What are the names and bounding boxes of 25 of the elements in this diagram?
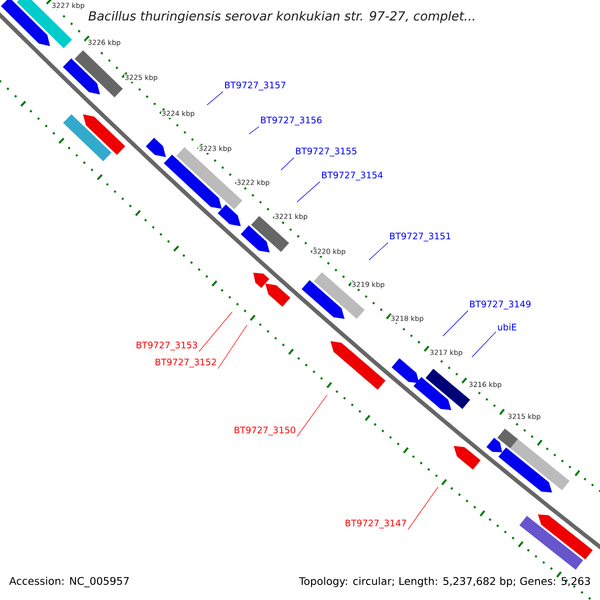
leader-line xyxy=(442,310,468,336)
leader-line xyxy=(248,126,260,134)
footer-text: Accession: NC_005957 xyxy=(9,576,129,588)
leader-line xyxy=(296,394,328,437)
gene-label: BT9727_3156 xyxy=(261,116,322,126)
title: Bacillus thuringiensis serovar konkukian str. 97-27, complet... xyxy=(88,10,474,24)
gene-label: BT9727_3147 xyxy=(346,520,406,528)
gene-label: BT9727_3152 xyxy=(156,358,216,368)
leader-line xyxy=(218,324,248,369)
gene-label: ubiE xyxy=(498,324,516,330)
leader-line xyxy=(296,181,320,202)
gene-label: BT9727_3153 xyxy=(136,342,198,350)
gene-label: BT9727_3150 xyxy=(234,426,296,436)
footer-text: Topology: circular; Length: 5,237,682 bp; Genes: 5,263 xyxy=(299,576,590,588)
leader-line xyxy=(408,486,438,530)
leader-line xyxy=(206,91,224,106)
gene-label: BT9727_3151 xyxy=(390,232,450,242)
gene-label: BT9727_3157 xyxy=(225,82,286,90)
gene-label: BT9727_3155 xyxy=(296,148,356,156)
leader-line xyxy=(472,331,496,358)
gene-label: BT9727_3154 xyxy=(322,172,383,180)
leader-line xyxy=(198,312,232,352)
gene-label: BT9727_3149 xyxy=(470,300,531,310)
leader-line xyxy=(368,242,388,260)
leader-line xyxy=(280,157,294,170)
